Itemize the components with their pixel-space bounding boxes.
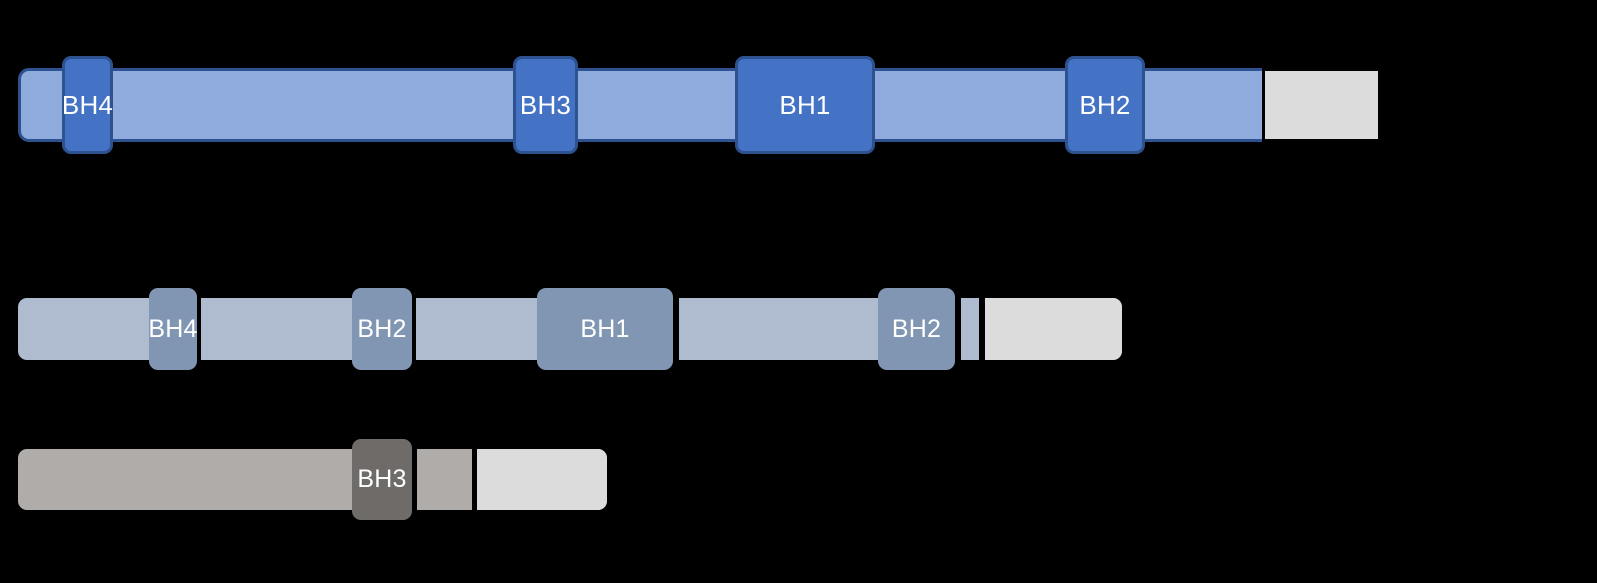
domain-label: BH3 — [357, 465, 407, 493]
protein-1-domain-bh3[interactable]: BH3 — [513, 56, 578, 154]
protein-2-domain-bh2-a[interactable]: BH2 — [352, 288, 412, 370]
protein-2-gap-5 — [979, 298, 985, 360]
protein-2-tail-segment — [985, 298, 1122, 360]
domain-label: BH4 — [61, 89, 114, 120]
domain-label: BH1 — [580, 314, 630, 343]
protein-2-gap-3 — [673, 298, 679, 360]
domain-label: BH2 — [357, 314, 407, 343]
domain-label: BH2 — [1079, 89, 1131, 120]
protein-2-domain-bh1[interactable]: BH1 — [537, 288, 673, 370]
protein-2-domain-bh4[interactable]: BH4 — [148, 288, 198, 370]
protein-3-tail-segment — [477, 449, 607, 510]
protein-3-gap-2 — [472, 449, 477, 510]
protein-1-backbone — [18, 68, 1378, 142]
domain-label: BH3 — [519, 89, 572, 120]
protein-2-gap-4 — [955, 298, 961, 360]
protein-2-gap-1 — [197, 298, 201, 360]
protein-3-gap-1 — [412, 449, 417, 510]
protein-1-domain-bh2[interactable]: BH2 — [1065, 56, 1145, 154]
protein-3-domain-bh3[interactable]: BH3 — [352, 439, 412, 520]
protein-2-domain-bh2-b[interactable]: BH2 — [878, 288, 955, 370]
protein-2-gap-2 — [412, 298, 416, 360]
protein-1-tail-segment — [1262, 68, 1378, 142]
protein-1-domain-bh4[interactable]: BH4 — [62, 56, 113, 154]
domain-label: BH2 — [891, 314, 942, 343]
protein-1-domain-bh1[interactable]: BH1 — [735, 56, 875, 154]
domain-label: BH4 — [148, 314, 198, 343]
domain-label: BH1 — [779, 89, 831, 120]
